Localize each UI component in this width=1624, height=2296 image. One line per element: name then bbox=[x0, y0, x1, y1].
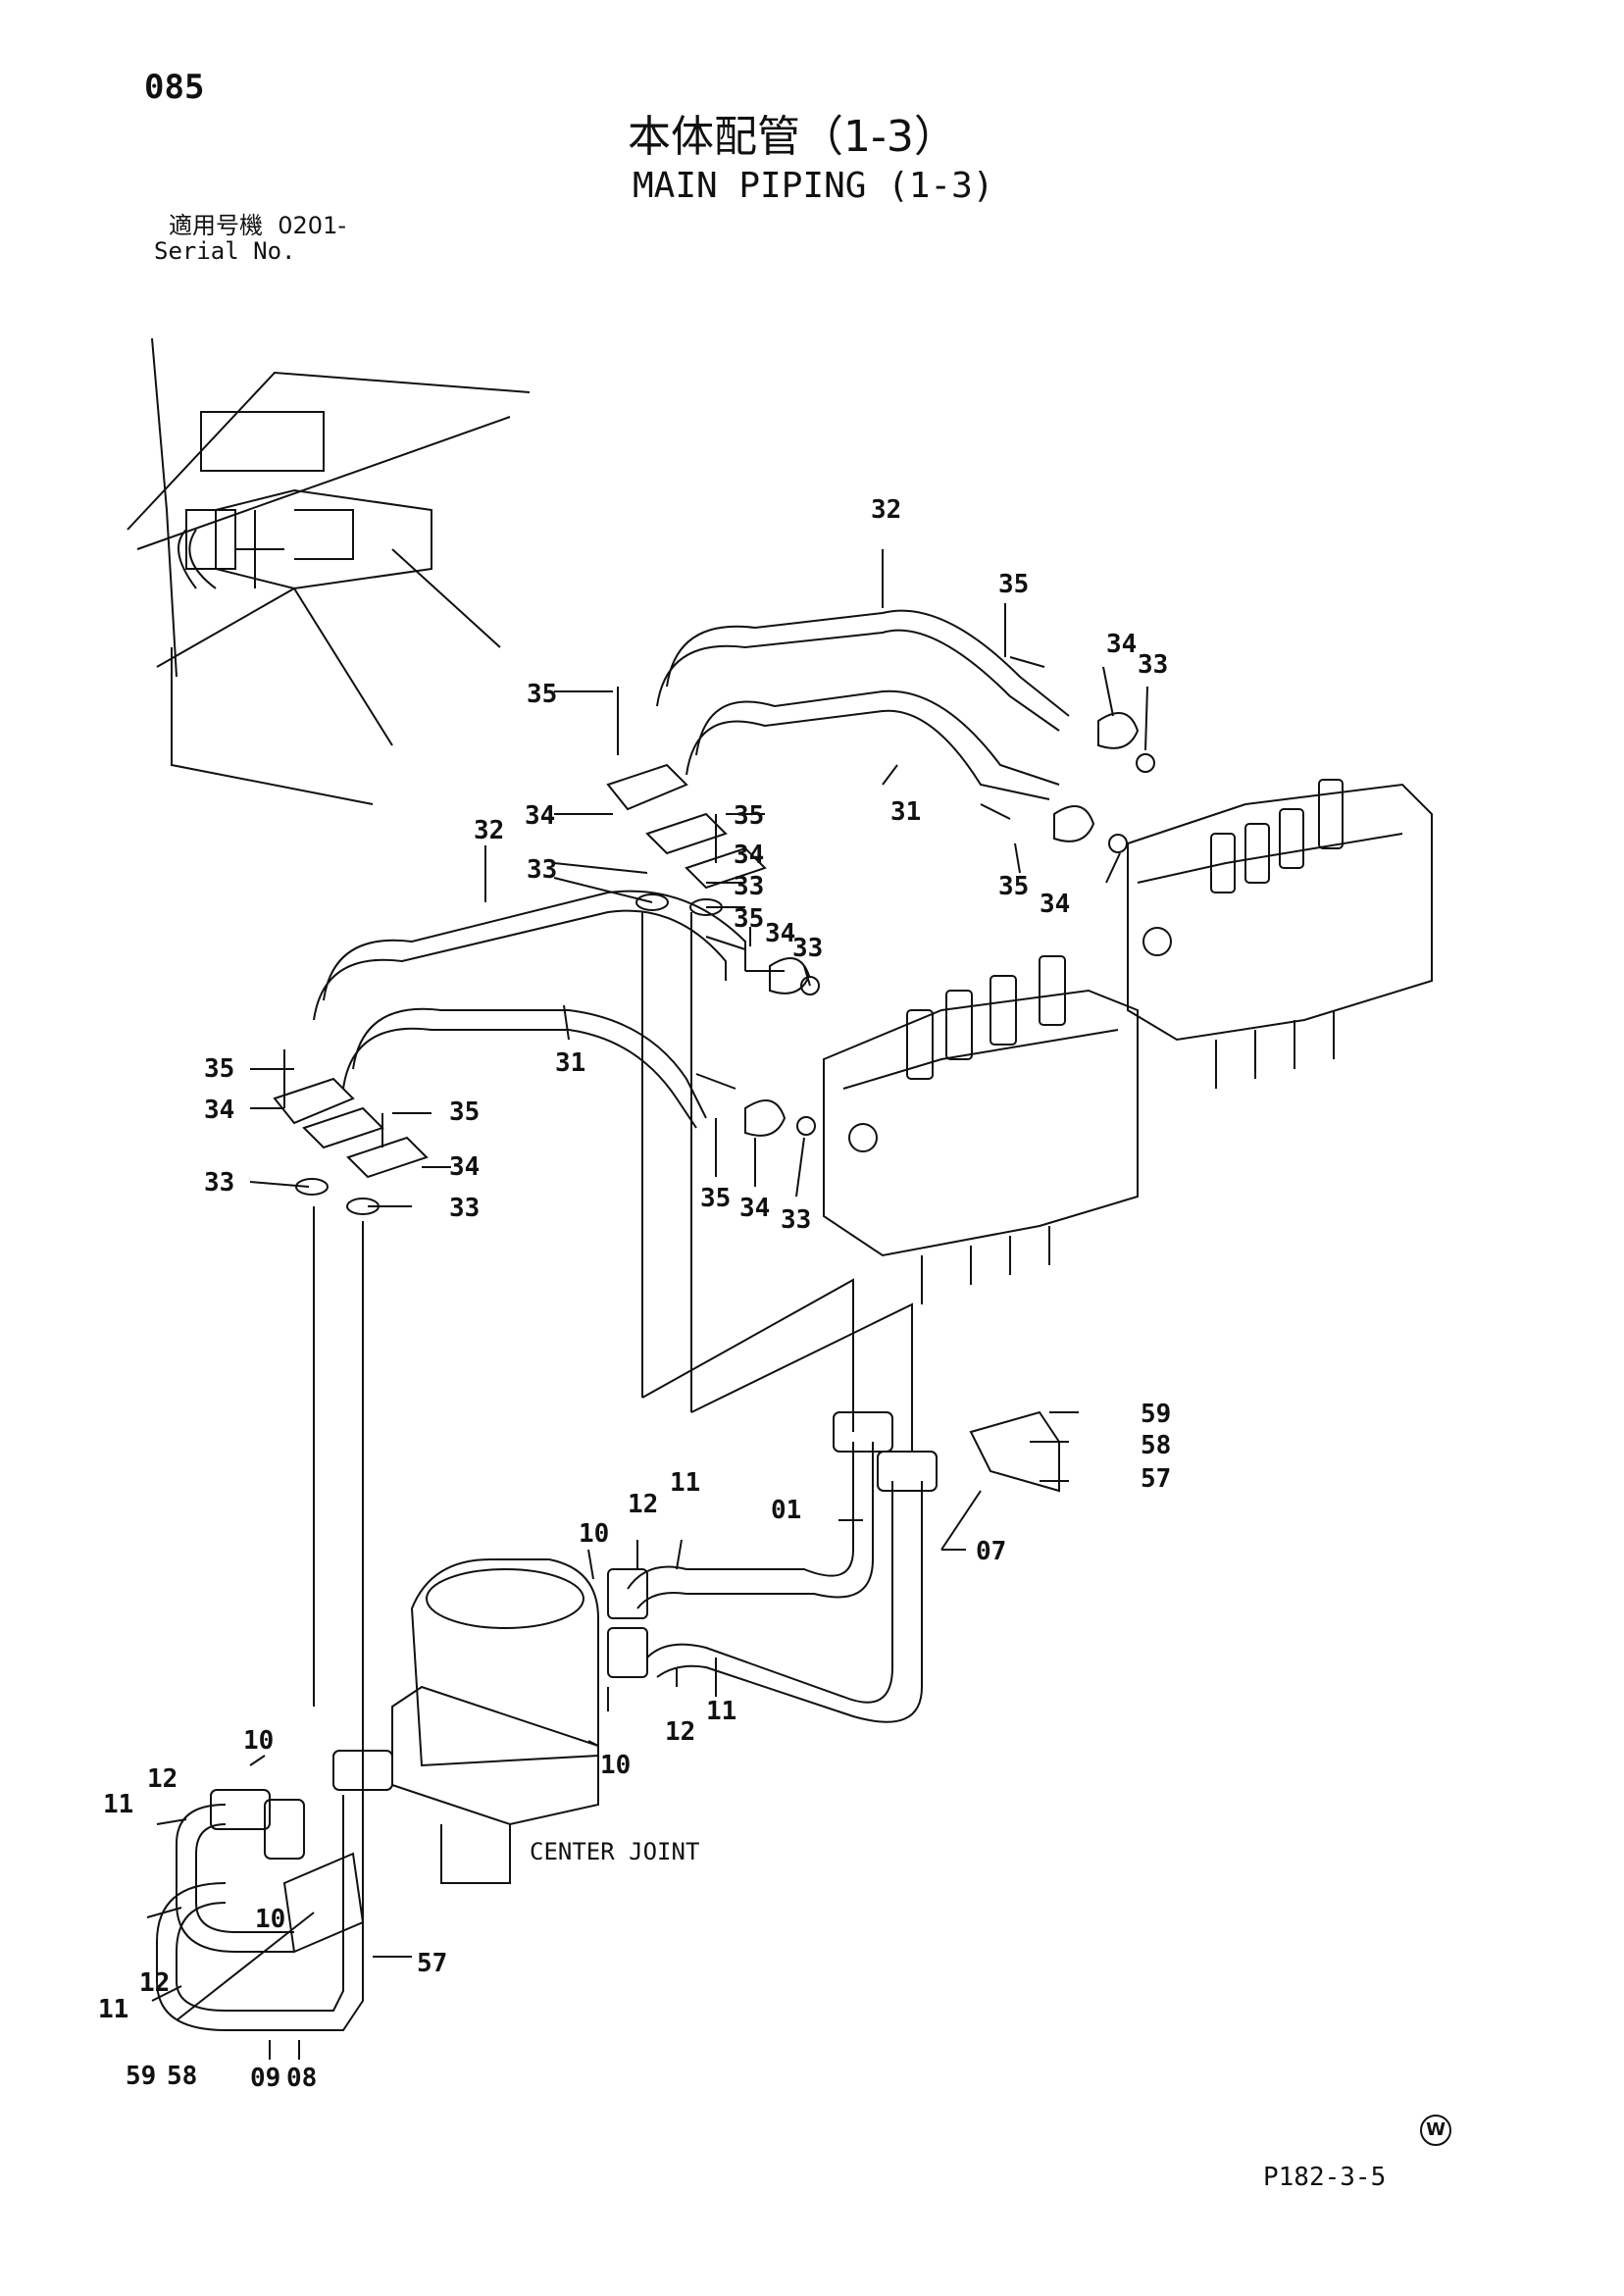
callout-label: 35 bbox=[734, 904, 764, 934]
lower-flange-right bbox=[264, 1799, 305, 1860]
hose-31-upper bbox=[685, 689, 1060, 800]
hose-32-lower bbox=[313, 890, 746, 1021]
callout-label: 58 bbox=[167, 2062, 197, 2091]
callout-label: 33 bbox=[204, 1168, 234, 1198]
callout-label: 07 bbox=[976, 1537, 1006, 1566]
callout-label: 57 bbox=[1141, 1464, 1171, 1494]
callout-label: 11 bbox=[670, 1468, 700, 1498]
callout-label: 08 bbox=[286, 2064, 317, 2093]
callout-label: 01 bbox=[771, 1496, 801, 1525]
pipe-flange-lower bbox=[877, 1451, 938, 1492]
fittings-group bbox=[273, 656, 1155, 1215]
callout-label: 34 bbox=[734, 841, 764, 870]
lower-flange-left bbox=[210, 1789, 271, 1830]
callout-label: 34 bbox=[204, 1096, 234, 1125]
callout-label: 12 bbox=[147, 1764, 178, 1794]
reference-code: P182-3-5 bbox=[1263, 2163, 1387, 2192]
callout-label: 12 bbox=[665, 1717, 695, 1747]
hose-32-upper bbox=[656, 609, 1070, 732]
callout-label: 33 bbox=[792, 934, 823, 963]
callout-label: 35 bbox=[449, 1097, 480, 1127]
upper-control-valve bbox=[1127, 779, 1433, 1089]
callout-label: 34 bbox=[1040, 890, 1070, 919]
callout-label: 58 bbox=[1141, 1431, 1171, 1460]
callout-label: 33 bbox=[527, 855, 557, 885]
page-number: 085 bbox=[144, 68, 205, 107]
callout-label: 35 bbox=[204, 1054, 234, 1084]
pipe-clamp-57-lower bbox=[282, 1852, 365, 1954]
callout-label: 31 bbox=[890, 797, 921, 827]
callout-label: 31 bbox=[555, 1048, 585, 1078]
callout-label: 10 bbox=[255, 1905, 285, 1934]
callout-label: 35 bbox=[998, 570, 1029, 599]
lower-flange-center bbox=[332, 1750, 393, 1791]
watermark-seal: W bbox=[1420, 2115, 1451, 2146]
callout-label: 09 bbox=[250, 2064, 280, 2093]
page-title-japanese: 本体配管（1-3） bbox=[628, 112, 957, 162]
vertical-pipe-runs bbox=[313, 912, 913, 1795]
callout-label: 33 bbox=[1138, 650, 1168, 680]
center-joint bbox=[391, 1558, 648, 1884]
page-title-english: MAIN PIPING (1-3) bbox=[633, 166, 994, 206]
machine-overview-sketch bbox=[127, 337, 531, 805]
pipe-01 bbox=[627, 1442, 874, 1609]
callout-labels: 32 35 34 33 35 34 35 34 33 31 35 34 32 3… bbox=[98, 495, 1171, 2093]
callout-label: 10 bbox=[600, 1751, 631, 1780]
serial-label-english: Serial No. bbox=[154, 237, 296, 265]
callout-label: 35 bbox=[527, 680, 557, 709]
pipe-clamp-57-upper bbox=[969, 1410, 1060, 1493]
callout-label: 11 bbox=[103, 1790, 133, 1819]
callout-label: 12 bbox=[628, 1490, 658, 1519]
callout-label: 11 bbox=[98, 1995, 128, 2024]
pipe-07 bbox=[646, 1481, 923, 1723]
hose-31-lower bbox=[342, 1007, 707, 1129]
callout-label: 32 bbox=[474, 816, 504, 845]
callout-label: 10 bbox=[243, 1726, 274, 1756]
center-joint-label: CENTER JOINT bbox=[530, 1838, 699, 1865]
callout-label: 12 bbox=[139, 1968, 170, 1998]
callout-label: 11 bbox=[98, 1995, 128, 2024]
callout-label: 34 bbox=[765, 919, 795, 948]
callout-label: 35 bbox=[998, 872, 1029, 901]
callout-label: 57 bbox=[417, 1949, 447, 1978]
callout-label: 33 bbox=[449, 1194, 480, 1223]
serial-label-japanese: 適用号機 0201- bbox=[169, 212, 346, 239]
callout-label: 33 bbox=[734, 872, 764, 901]
bolt-59-lower-leader bbox=[176, 1912, 315, 2021]
callout-label: 35 bbox=[700, 1184, 731, 1213]
lower-control-valve bbox=[823, 955, 1139, 1304]
callout-label: 35 bbox=[734, 801, 764, 831]
callout-label: 59 bbox=[126, 2062, 156, 2091]
callout-label: 10 bbox=[579, 1519, 609, 1549]
callout-label: 34 bbox=[525, 801, 555, 831]
pipe-flange-upper bbox=[833, 1411, 893, 1453]
callout-label: 12 bbox=[139, 1968, 170, 1998]
callout-label: 34 bbox=[449, 1152, 480, 1182]
leader-lines bbox=[146, 549, 1148, 2060]
pipe-08 bbox=[176, 1804, 294, 1953]
pipe-09 bbox=[156, 1795, 364, 2031]
callout-label: 59 bbox=[1141, 1400, 1171, 1429]
callout-label: 32 bbox=[871, 495, 901, 525]
callout-label: 34 bbox=[1106, 630, 1137, 659]
callout-label: 33 bbox=[781, 1205, 811, 1235]
callout-label: 11 bbox=[706, 1697, 736, 1726]
callout-label: 34 bbox=[739, 1194, 770, 1223]
